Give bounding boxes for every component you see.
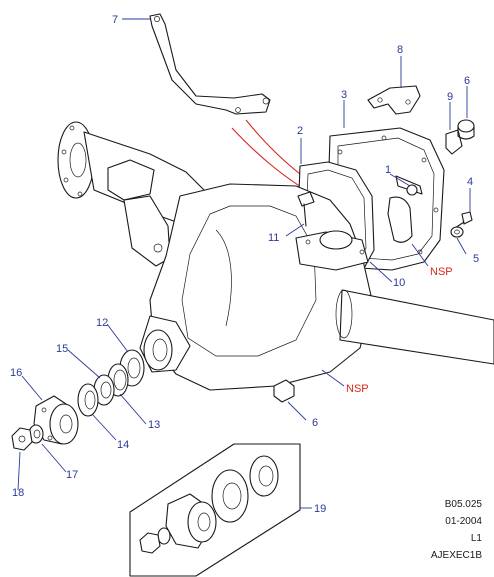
callout-13: 13 <box>148 419 160 431</box>
washer-part-15 <box>93 374 115 406</box>
callout-16: 16 <box>10 367 22 379</box>
callout-2: 2 <box>297 125 303 137</box>
callout-6-upper: 6 <box>464 75 470 87</box>
callout-15: 15 <box>56 343 68 355</box>
callout-7: 7 <box>112 14 118 26</box>
filler-plug-part-1 <box>406 184 418 196</box>
drain-plug-part-6-lower <box>273 379 295 403</box>
nut-part-18 <box>11 427 33 451</box>
bolt-part-11 <box>297 191 315 227</box>
callout-3: 3 <box>341 89 347 101</box>
reference-level: L1 <box>470 533 482 544</box>
callout-19: 19 <box>314 503 326 515</box>
breather-cap-part-6-upper <box>457 119 475 140</box>
callout-4: 4 <box>467 176 473 188</box>
leader-lines <box>17 18 471 509</box>
drive-flange-part-16 <box>33 395 79 445</box>
callout-8: 8 <box>397 44 403 56</box>
callout-6-lower: 6 <box>312 417 318 429</box>
washer-part-17 <box>28 424 44 444</box>
callout-12: 12 <box>96 317 108 329</box>
callout-17: 17 <box>66 469 78 481</box>
callout-5: 5 <box>473 253 479 265</box>
breather-bracket-part-8 <box>367 85 421 115</box>
reference-date: 01-2004 <box>445 516 482 527</box>
nsp-label-casing: NSP <box>346 383 369 395</box>
reference-code: B05.025 <box>444 499 482 510</box>
clip-part-9 <box>445 129 463 155</box>
callout-18: 18 <box>12 487 24 499</box>
kit-box-part-19 <box>129 443 301 577</box>
bracket-part-7 <box>149 13 271 115</box>
dust-shield-part-14 <box>77 383 99 417</box>
washer-part-5 <box>450 226 464 238</box>
callout-10: 10 <box>393 277 405 289</box>
callout-11: 11 <box>268 232 279 244</box>
bolt-part-4 <box>451 211 473 231</box>
callout-9: 9 <box>447 91 453 103</box>
callout-labels: 7 8 6 9 3 2 1 4 5 11 10 12 15 16 14 13 1… <box>10 14 479 515</box>
callout-1: 1 <box>385 164 391 176</box>
reference-id: AJEXEC1B <box>430 550 482 561</box>
axle-casing <box>57 121 494 391</box>
nsp-label-cover: NSP <box>430 266 453 278</box>
callout-14: 14 <box>117 439 129 451</box>
